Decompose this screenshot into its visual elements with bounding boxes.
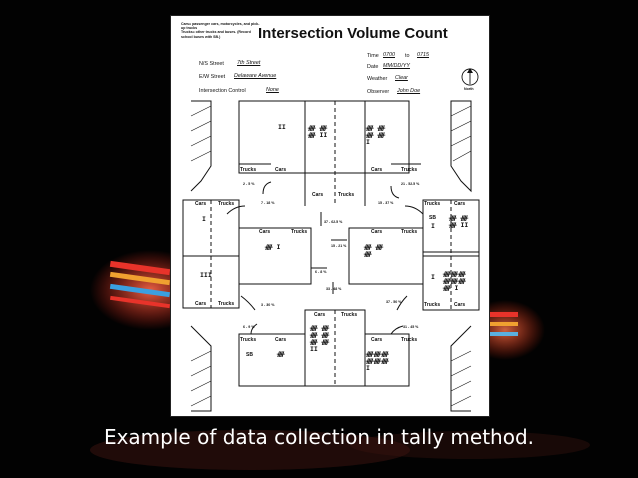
slide-caption: Example of data collection in tally meth… (103, 425, 535, 449)
pct-sw: 3 - 30 % (261, 303, 275, 307)
pct-w-top: 7 - 18 % (261, 201, 275, 205)
cr-trucks-label: Trucks (401, 229, 418, 235)
e-cars-label-bottom: Cars (454, 302, 466, 308)
tally-s-mid: ᚎ ᚎ ᚎ ᚎ ᚎ ᚎ II (310, 324, 329, 353)
pct-center-bot: 33 - 48 % (326, 287, 342, 291)
nw-cars-label: Cars (275, 167, 287, 173)
nw-trucks-label: Trucks (240, 167, 257, 173)
ew-street-value: Delaware Avenue (234, 73, 277, 79)
form-title: Intersection Volume Count (258, 25, 448, 42)
pct-center-left: 6 - 8 % (315, 270, 327, 274)
n-trucks-label: Trucks (338, 192, 355, 198)
weather-label: Weather (367, 76, 388, 82)
pct-br: 31 - 45 % (403, 325, 419, 329)
s-cars-label: Cars (314, 312, 326, 318)
pct-se: 37 - 50 % (386, 300, 402, 304)
intersection-control-label: Intersection Control (199, 88, 246, 94)
intersection-diagram (182, 68, 480, 412)
time-from-value: 0700 (383, 52, 395, 58)
tally-n-top-right: ᚎ ᚎ ᚎ ᚎ I (366, 124, 385, 146)
observer-value: John Doe (397, 88, 421, 94)
ns-street-label: N/S Street (199, 61, 224, 67)
pct-center-mid: 15 - 21 % (331, 244, 347, 248)
tally-e-lower-trucks: I (431, 273, 435, 281)
n-cars-label: Cars (312, 192, 324, 198)
pct-bl: 6 - 9 % (243, 325, 255, 329)
w-cars-label: Cars (195, 201, 207, 207)
intersection-control-value: None (266, 87, 279, 93)
tally-w-lower: III (200, 271, 212, 279)
observer-label: Observer (367, 89, 390, 95)
sw-cars-label: Cars (275, 337, 287, 343)
weather-value: Clear (395, 75, 408, 81)
w-cars-label-bottom: Cars (195, 301, 207, 307)
pct-center-top: 37 - 62.5 % (324, 220, 343, 224)
ns-street-value: 7th Street (237, 60, 261, 66)
e-cars-label: Cars (454, 201, 466, 207)
intersection-count-form: Cars= passenger cars, motorcycles, and p… (170, 15, 490, 417)
cr-cars-label: Cars (371, 229, 383, 235)
pct-e-top: 15 - 37 % (378, 201, 394, 205)
tally-s-right: ᚎᚎᚎ ᚎᚎᚎ I (366, 350, 389, 372)
cl-trucks-label: Trucks (291, 229, 308, 235)
ne-trucks-label: Trucks (401, 167, 418, 173)
time-to-label: to (405, 53, 410, 59)
legend-text: Cars= passenger cars, motorcycles, and p… (181, 22, 260, 39)
date-label: Date (367, 64, 379, 70)
cl-cars-label: Cars (259, 229, 271, 235)
tally-e-lower-cars: ᚎᚎᚎ ᚎᚎᚎ ᚎ I (443, 270, 466, 292)
se-trucks-label: Trucks (401, 337, 418, 343)
w-trucks-label-bottom: Trucks (218, 301, 235, 307)
north-label: North (464, 87, 474, 91)
tally-s-left-cars: ᚎ (277, 350, 285, 358)
se-cars-label: Cars (371, 337, 383, 343)
time-label: Time (367, 53, 379, 59)
tally-e-upper-cars: ᚎ ᚎ ᚎ II (449, 214, 469, 229)
ne-cars-label: Cars (371, 167, 383, 173)
tally-e-upper-sb: SB (429, 215, 436, 221)
tally-n-top-mid: ᚎ ᚎ ᚎ II (308, 124, 328, 139)
tally-w-upper: I (202, 215, 206, 223)
ew-street-label: E/W Street (199, 74, 226, 80)
tally-s-left-sb: SB (246, 352, 253, 358)
pct-ne: 21 - 52.5 % (401, 182, 420, 186)
tally-n-top-left: II (278, 123, 286, 131)
date-value: MM/DD/YY (383, 63, 410, 69)
sw-trucks-label: Trucks (240, 337, 257, 343)
s-trucks-label: Trucks (341, 312, 358, 318)
time-to-value: 0715 (417, 52, 429, 58)
tally-center-left-cars: ᚎ I (265, 243, 281, 251)
tally-center-right-cars: ᚎ ᚎ ᚎ (364, 243, 383, 258)
w-trucks-label: Trucks (218, 201, 235, 207)
pct-nw: 2 - 5 % (243, 182, 255, 186)
tally-e-upper-trucks: I (431, 222, 435, 230)
e-trucks-label-bottom: Trucks (424, 302, 441, 308)
e-trucks-label: Trucks (424, 201, 441, 207)
